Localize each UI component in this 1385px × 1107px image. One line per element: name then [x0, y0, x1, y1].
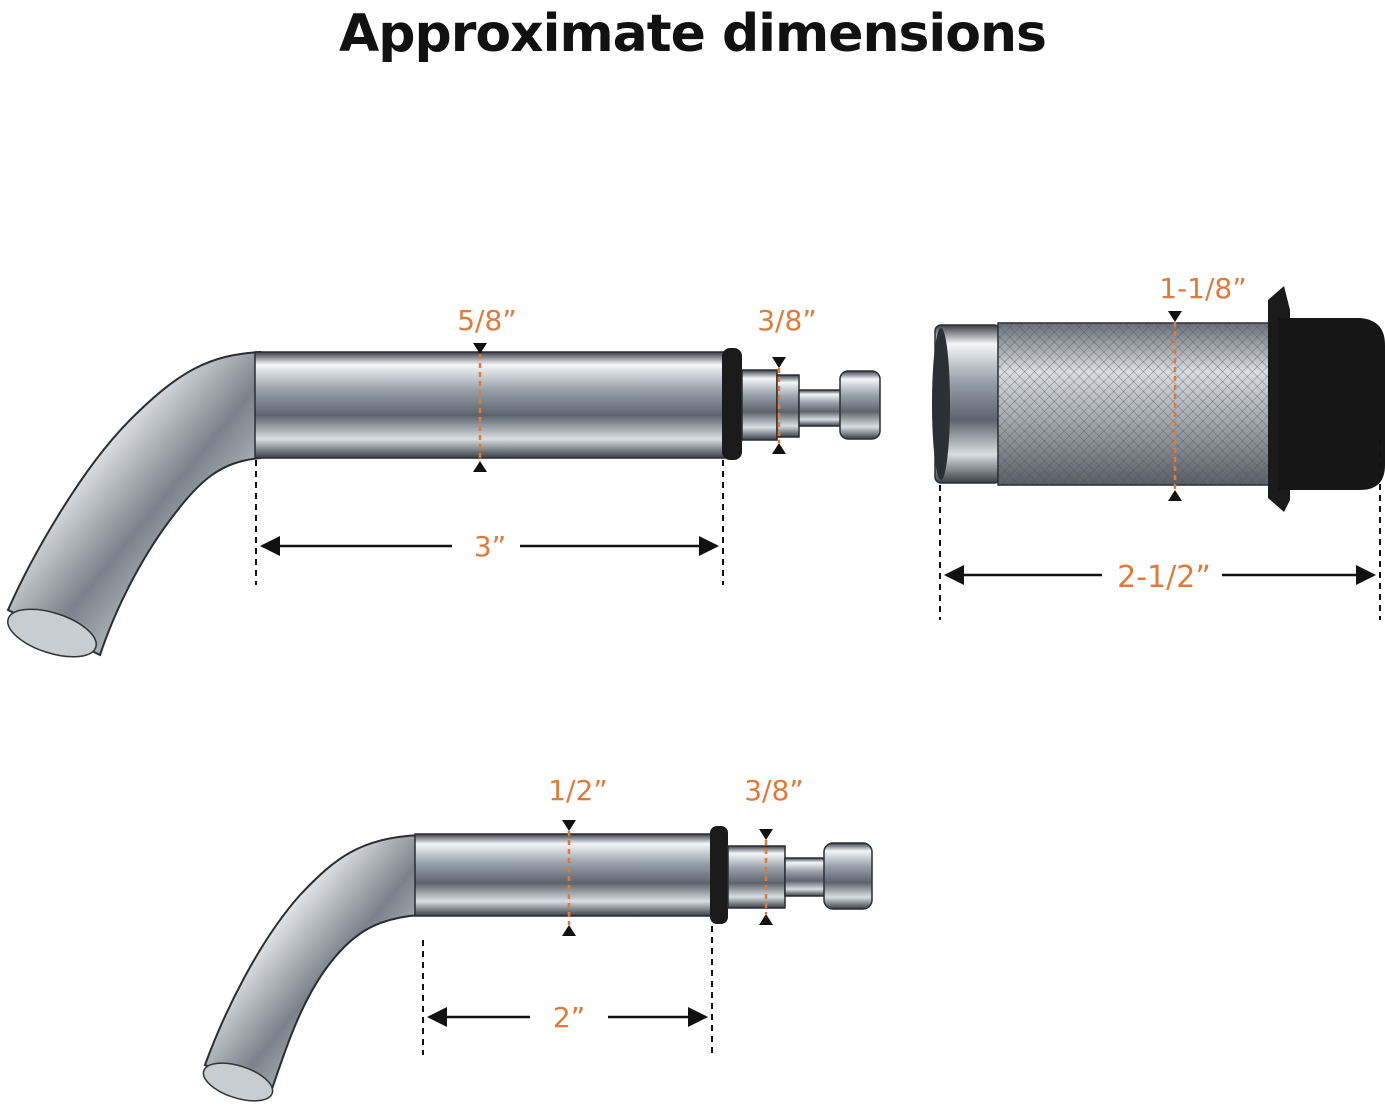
long-spout-connector-diameter-marker — [772, 357, 786, 454]
short-spout-length-label: 2” — [553, 1001, 585, 1034]
long-spout-length-label: 3” — [474, 530, 506, 563]
short-spout-pipe-diameter-marker — [562, 820, 576, 936]
short-spout — [202, 826, 873, 1102]
long-spout-length-dimension — [255, 460, 724, 585]
long-spout-o-ring — [722, 348, 742, 460]
short-spout-pipe — [414, 833, 714, 917]
aerator-length-dimension — [939, 440, 1381, 620]
long-spout-connector-diameter-label: 3/8” — [757, 304, 817, 337]
short-spout-pipe-diameter-label: 1/2” — [548, 774, 608, 807]
page-title: Approximate dimensions — [339, 4, 1047, 64]
short-spout-bend — [203, 833, 421, 1097]
short-spout-o-ring — [710, 826, 728, 924]
short-spout-connector — [727, 845, 786, 909]
aerator — [932, 286, 1385, 512]
aerator-length-label: 2-1/2” — [1117, 560, 1211, 595]
long-spout — [6, 348, 881, 658]
short-spout-outlet — [202, 1062, 274, 1102]
aerator-diameter-label: 1-1/8” — [1159, 272, 1247, 305]
long-spout-pipe — [254, 351, 726, 459]
long-spout-pipe-diameter-label: 5/8” — [457, 304, 517, 337]
long-spout-connector — [741, 369, 778, 441]
short-spout-length-dimension — [422, 926, 713, 1055]
short-spout-connector-diameter-marker — [759, 829, 773, 925]
short-spout-connector-diameter-label: 3/8” — [744, 774, 804, 807]
aerator-diameter-marker — [1168, 311, 1182, 501]
long-spout-pipe-diameter-marker — [473, 343, 487, 472]
long-spout-outlet — [7, 608, 97, 658]
long-spout-bend — [6, 350, 261, 657]
aerator-rubber-cap — [1278, 318, 1385, 490]
